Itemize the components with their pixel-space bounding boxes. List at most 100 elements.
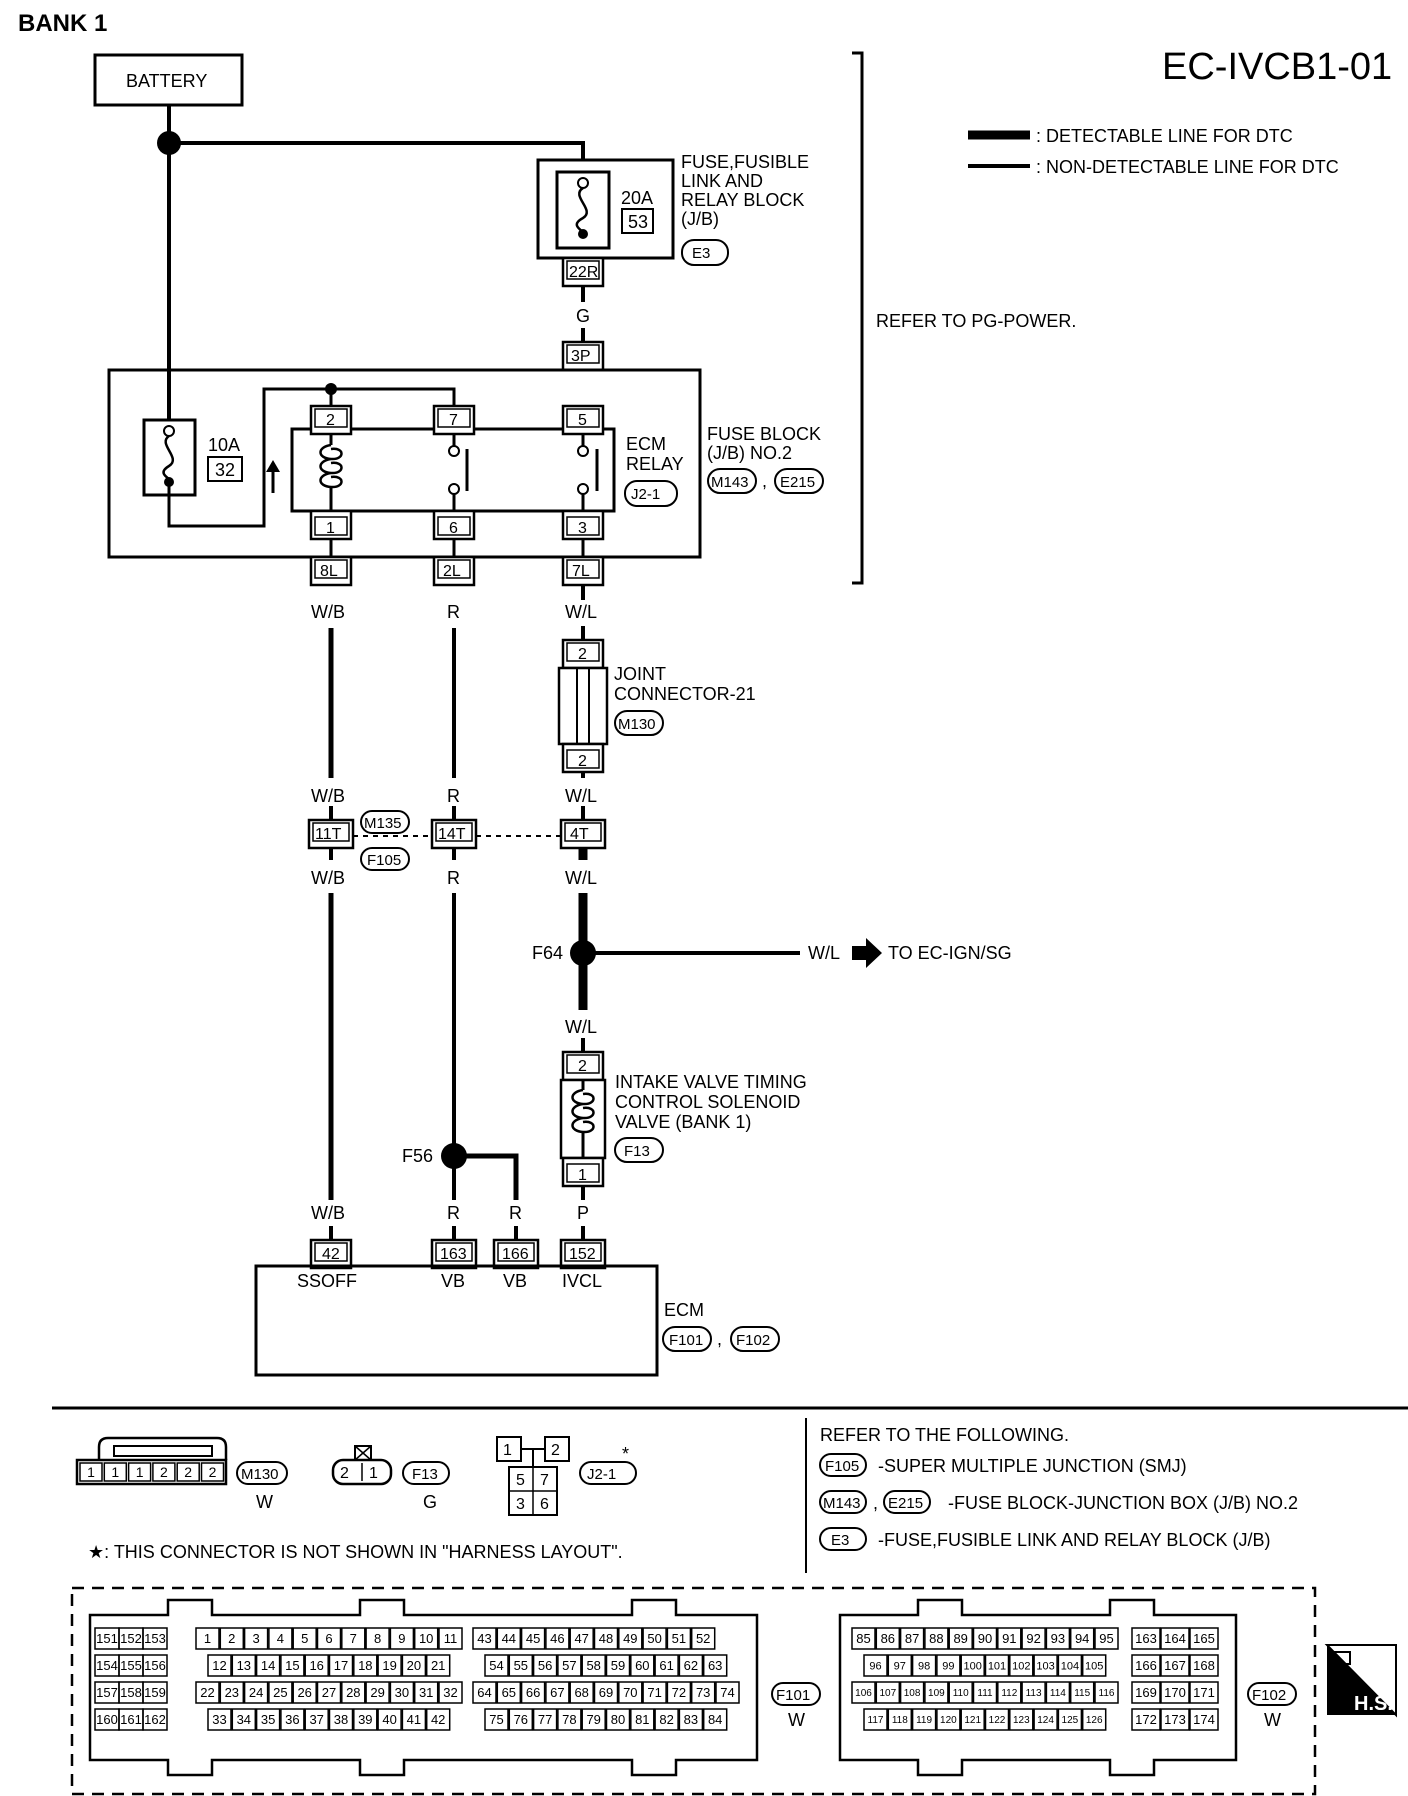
cavity-number: 126 <box>1086 1715 1103 1726</box>
connector-cavity <box>532 1654 558 1677</box>
cavity-number: 6 <box>325 1631 332 1646</box>
cavity-number: 105 <box>1085 1660 1103 1672</box>
cavity-number: 172 <box>1135 1712 1157 1727</box>
cavity-number: 32 <box>443 1685 457 1700</box>
wire-battery-to-fuse53 <box>169 141 585 160</box>
footer-j21-star: * <box>622 1444 629 1464</box>
connector-cavity <box>328 1654 354 1677</box>
cavity-number: 98 <box>918 1660 930 1672</box>
wire-color-r-4: R <box>447 1203 460 1223</box>
cavity-number: 155 <box>120 1658 142 1673</box>
connector-cavity <box>605 1708 631 1731</box>
connector-cavity <box>316 1681 342 1704</box>
connector-cavity <box>508 1708 534 1731</box>
j21-pin-6: 6 <box>540 1496 549 1513</box>
connector-cavity <box>200 1462 225 1482</box>
connector-cavity <box>268 1627 293 1650</box>
terminal-22r-label: 22R <box>569 264 598 281</box>
cavity-number: 117 <box>868 1715 884 1726</box>
cavity-number: 69 <box>599 1685 613 1700</box>
footer-m130-color: W <box>256 1492 273 1512</box>
cavity-number: 160 <box>96 1712 118 1727</box>
cavity-number: 34 <box>237 1712 251 1727</box>
connector-cavity <box>1009 1654 1034 1677</box>
cavity-number: 168 <box>1193 1658 1215 1673</box>
cavity-number: 152 <box>120 1631 142 1646</box>
smj-pin-11t: 11T <box>315 826 342 843</box>
connector-cavity <box>389 1627 415 1650</box>
connector-cavity <box>948 1681 973 1704</box>
cavity-number: 124 <box>1037 1715 1054 1726</box>
cavity-number: 115 <box>1074 1688 1090 1699</box>
cavity-number: 157 <box>96 1685 118 1700</box>
connector-cavity <box>960 1654 985 1677</box>
connector-cavity <box>642 1627 667 1650</box>
connector-cavity <box>496 1627 522 1650</box>
cavity-number: 48 <box>599 1631 613 1646</box>
cavity-number: 174 <box>1193 1712 1215 1727</box>
connector-cavity <box>1069 1681 1095 1704</box>
cavity-number: 1 <box>111 1464 119 1480</box>
connector-cavity <box>438 1627 463 1650</box>
connector-cavity <box>997 1627 1022 1650</box>
ecm-box <box>254 1264 659 1377</box>
connector-cavity <box>1094 1627 1119 1650</box>
terminal-22r <box>561 256 605 288</box>
connector-cavity <box>127 1462 152 1482</box>
cavity-number: 1 <box>204 1631 211 1646</box>
cavity-number: 123 <box>1013 1715 1030 1726</box>
cavity-number: 119 <box>916 1715 932 1726</box>
connector-cavity <box>960 1708 985 1731</box>
connector-cavity <box>1021 1681 1046 1704</box>
cavity-number: 107 <box>879 1688 896 1699</box>
connector-cavity <box>972 1627 998 1650</box>
cavity-number: 125 <box>1062 1715 1079 1726</box>
cavity-number: 36 <box>285 1712 299 1727</box>
cavity-number: 64 <box>477 1685 491 1700</box>
j2-1-connector-face: 1 2 5 7 3 6 J2-1 * <box>496 1436 637 1516</box>
connector-cavity <box>243 1681 269 1704</box>
cavity-number: 59 <box>611 1658 625 1673</box>
connector-cavity <box>581 1654 606 1677</box>
cavity-number: 171 <box>1193 1685 1215 1700</box>
footer-m130-conn: M130 <box>241 1466 279 1483</box>
connector-cavity <box>280 1708 305 1731</box>
cavity-number: 173 <box>1164 1712 1186 1727</box>
connector-cavity <box>142 1627 168 1650</box>
connector-cavity <box>1081 1708 1107 1731</box>
cavity-number: 108 <box>904 1688 921 1699</box>
connector-cavity <box>1160 1627 1190 1650</box>
cavity-number: 122 <box>989 1715 1006 1726</box>
cavity-number: 94 <box>1075 1631 1089 1646</box>
cavity-number: 166 <box>1135 1658 1157 1673</box>
connector-f105-label: F105 <box>367 852 401 869</box>
cavity-number: 164 <box>1164 1631 1186 1646</box>
wire-color-wb-4: W/B <box>311 1203 345 1223</box>
connector-cavity <box>268 1681 293 1704</box>
cavity-number: 1 <box>136 1464 144 1480</box>
cavity-number: 40 <box>382 1712 396 1727</box>
connector-cavity <box>152 1462 176 1482</box>
connector-cavity <box>863 1654 888 1677</box>
fuse-block-no2 <box>107 368 702 559</box>
cavity-number: 102 <box>1012 1660 1030 1672</box>
cavity-number: 158 <box>120 1685 142 1700</box>
joint-pin-bottom: 2 <box>578 753 587 770</box>
splice-f56-label: F56 <box>402 1146 433 1166</box>
cavity-number: 97 <box>894 1660 906 1672</box>
connector-cavity <box>280 1654 305 1677</box>
cavity-number: 156 <box>144 1658 166 1673</box>
connector-cavity <box>341 1681 366 1704</box>
connector-cavity <box>690 1627 716 1650</box>
wire-color-wb-2: W/B <box>311 786 345 806</box>
cavity-number: 78 <box>562 1712 576 1727</box>
connector-cavity <box>438 1681 463 1704</box>
connector-cavity <box>984 1708 1010 1731</box>
wire-color-r-1: R <box>447 602 460 622</box>
f13-pin-2: 2 <box>340 1465 349 1482</box>
fuse-32-rating: 10A <box>208 435 240 455</box>
ecm-pin-name-ivcl: IVCL <box>562 1271 602 1291</box>
fuse-link-name-4: (J/B) <box>681 209 719 229</box>
connector-cavity <box>1033 1654 1058 1677</box>
